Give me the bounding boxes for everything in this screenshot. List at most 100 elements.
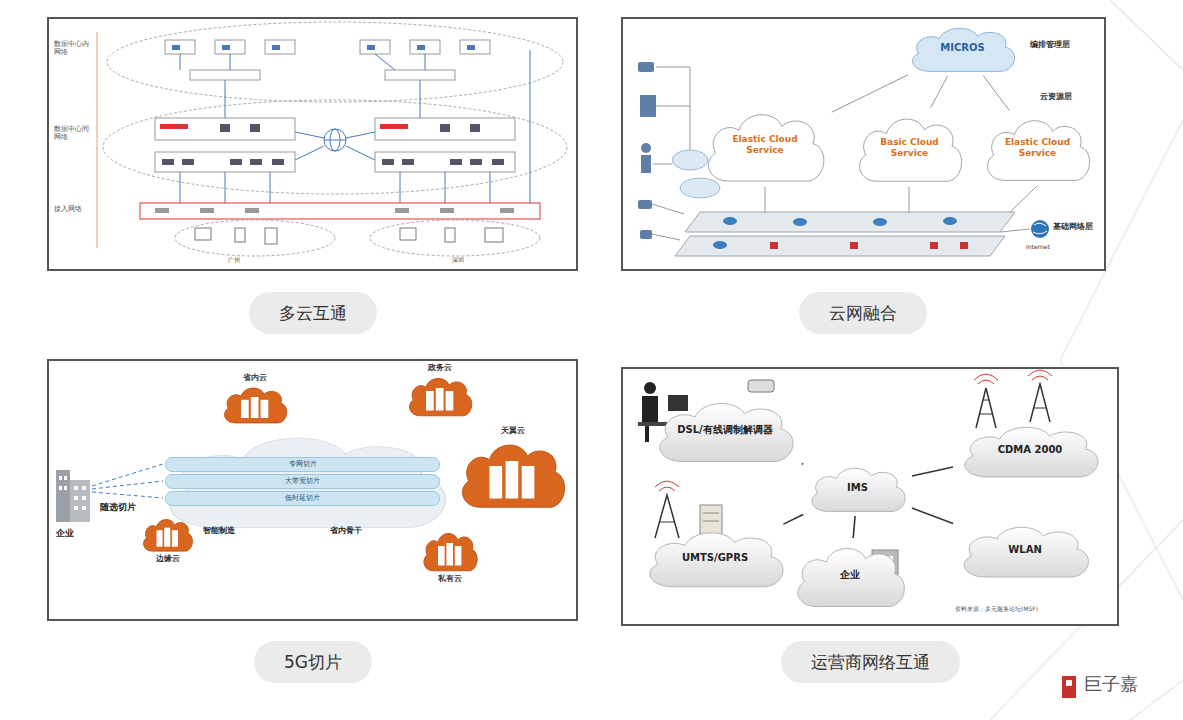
connector <box>912 508 953 523</box>
server-icon <box>157 530 163 546</box>
text-label: 接入网络 <box>54 205 92 213</box>
orange-cloud <box>220 383 290 425</box>
cloud-caption-box: 私有云 <box>438 573 462 584</box>
text-label: 深圳 <box>452 257 464 264</box>
cloud-label: Basic Cloud Service <box>873 137 946 159</box>
cloud-caption: 省内云 <box>243 373 267 382</box>
slice-label: 专网切片 <box>166 458 439 471</box>
text-label: 数据中心间网络 <box>54 125 92 141</box>
server-icon <box>251 397 259 418</box>
cloud-outline <box>420 528 480 573</box>
text-label: 广州 <box>228 257 240 264</box>
orange-cloud-node: 私有云 <box>420 528 480 584</box>
caption-text: 云网融合 <box>829 292 897 334</box>
text-label: 智能制造 <box>203 526 235 535</box>
text-label: 巨子嘉 <box>1084 674 1138 695</box>
cloud-label: Elastic Cloud Service <box>723 134 807 156</box>
cloud-node: WLAN <box>955 520 1095 580</box>
slicing-figure <box>48 360 577 620</box>
server-icon <box>172 530 178 546</box>
orange-cloud-node: 边缘云 <box>140 515 195 564</box>
slice-band: 低时延切片 <box>165 491 440 506</box>
orange-cloud-node: 天翼云 <box>455 425 570 511</box>
server-icon <box>506 461 519 499</box>
cloud-node: IMS <box>805 462 910 514</box>
cloud-text-wrap: DSL/有线调制解调器 <box>677 424 773 436</box>
cloud-shape <box>463 445 565 507</box>
orange-cloud <box>455 436 570 511</box>
cloud-shape <box>410 378 472 415</box>
connector <box>912 467 953 476</box>
cloud-caption-box: 边缘云 <box>156 553 180 564</box>
orange-cloud <box>405 373 475 418</box>
text-label: 数据中心内网络 <box>54 40 92 56</box>
cloud-label: IMS <box>847 482 868 494</box>
caption-pill: 多云互通 <box>249 292 377 334</box>
server-icon <box>455 546 462 566</box>
server-icon <box>490 466 503 499</box>
connector <box>853 516 855 538</box>
cloud-shape <box>144 520 193 551</box>
cloud-shape <box>913 28 1015 71</box>
cloud-shape <box>965 427 1098 477</box>
cloud-text-box: UMTS/GPRS <box>667 525 763 590</box>
cloud-shape <box>424 533 477 570</box>
server-icon <box>446 543 453 566</box>
cloud-shape <box>812 468 905 511</box>
cloud-node: Elastic Cloud Service <box>700 105 830 185</box>
cloud-shape <box>225 388 287 423</box>
cloud-shape <box>709 115 824 181</box>
text-label: 资料来源：多元服务论坛(MSF) <box>955 606 1038 613</box>
cloud-shape <box>650 533 783 587</box>
text-label: 随选切片 <box>100 502 136 512</box>
cloud-text-box: CDMA 2000 <box>982 420 1078 480</box>
cloud-shape <box>964 527 1088 577</box>
cloud-text-box: Elastic Cloud Service <box>1001 112 1074 184</box>
cloud-label: MICROS <box>940 42 984 54</box>
cloud-shape <box>798 549 905 607</box>
cloud-text-box: WLAN <box>980 520 1070 580</box>
cloud-caption-box: 天翼云 <box>501 425 525 436</box>
server-icon <box>522 466 535 499</box>
cloud-node: MICROS <box>905 22 1020 74</box>
cloud-caption: 政务云 <box>428 363 452 372</box>
cloud-caption: 天翼云 <box>501 426 525 435</box>
cloud-label: DSL/有线调制解调器 <box>677 424 773 436</box>
server-icon <box>438 546 445 566</box>
text-label: 云资源层 <box>1040 92 1072 101</box>
cloud-label: WLAN <box>1008 544 1042 556</box>
server-icon <box>446 391 454 411</box>
slice-label: 低时延切片 <box>166 492 439 505</box>
connector <box>930 76 947 108</box>
orange-cloud-node: 政务云 <box>405 362 475 418</box>
operator-figure <box>622 368 1118 625</box>
server-icon <box>426 391 434 411</box>
server-icon <box>164 528 170 547</box>
slice-band: 专网切片 <box>165 457 440 472</box>
cloud-label: CDMA 2000 <box>998 444 1063 456</box>
text-label: Internet <box>1026 244 1050 251</box>
server-icon <box>261 400 269 418</box>
cloud-text-box: MICROS <box>926 22 999 74</box>
cloud-caption-box: 政务云 <box>428 362 452 373</box>
server-icon <box>241 400 249 418</box>
caption-text: 5G切片 <box>284 641 342 683</box>
cloud-text-wrap: MICROS <box>940 42 984 54</box>
cloud-node: Elastic Cloud Service <box>980 112 1095 184</box>
multicloud-figure <box>48 18 577 270</box>
cloud-node: 企业 <box>790 540 910 610</box>
cloud-text-wrap: UMTS/GPRS <box>682 552 748 564</box>
caption-pill: 云网融合 <box>799 292 927 334</box>
slice-band: 大带宽切片 <box>165 474 440 489</box>
cloud-node: DSL/有线调制解调器 <box>650 395 800 465</box>
cloud-caption-box: 省内云 <box>243 372 267 383</box>
cloud-text-box: 企业 <box>812 540 888 610</box>
connector <box>983 76 1009 111</box>
cloud-text-wrap: Elastic Cloud Service <box>1001 137 1074 159</box>
cloud-shape <box>660 404 793 462</box>
cloud-caption: 私有云 <box>438 574 462 583</box>
cloud-text-box: DSL/有线调制解调器 <box>677 395 773 465</box>
cloud-label: UMTS/GPRS <box>682 552 748 564</box>
cloud-text-box: Elastic Cloud Service <box>723 105 807 185</box>
cloud-text-box: IMS <box>824 462 891 514</box>
